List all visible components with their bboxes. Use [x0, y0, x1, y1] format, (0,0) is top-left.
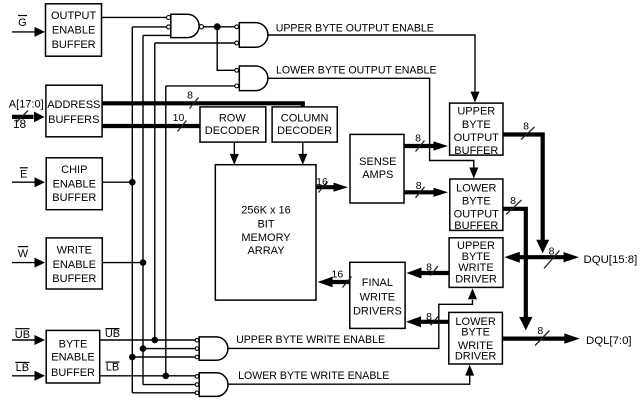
svg-text:8: 8 [416, 180, 422, 192]
svg-text:SENSE: SENSE [359, 156, 396, 168]
svg-text:ENABLE: ENABLE [53, 179, 96, 191]
svg-text:WRITE: WRITE [57, 245, 92, 257]
svg-text:BYTE: BYTE [462, 119, 491, 131]
svg-text:E: E [20, 168, 27, 180]
svg-text:ROW: ROW [219, 113, 247, 125]
svg-text:16: 16 [332, 269, 344, 281]
svg-text:BUFFERS: BUFFERS [48, 114, 99, 126]
svg-text:WRITE: WRITE [458, 340, 493, 352]
svg-text:WRITE: WRITE [458, 262, 493, 274]
svg-text:UPPER: UPPER [457, 106, 495, 118]
svg-text:COLUMN: COLUMN [281, 113, 329, 125]
svg-text:DECODER: DECODER [205, 125, 260, 137]
svg-text:18: 18 [13, 117, 27, 131]
svg-text:W: W [18, 248, 29, 260]
svg-text:DRIVER: DRIVER [455, 273, 497, 285]
svg-text:DQU[15:8]: DQU[15:8] [584, 254, 638, 266]
svg-text:8: 8 [426, 261, 432, 273]
svg-text:OUTPUT: OUTPUT [51, 10, 97, 22]
svg-text:AMPS: AMPS [362, 169, 393, 181]
svg-text:DRIVERS: DRIVERS [353, 306, 402, 318]
svg-text:ENABLE: ENABLE [52, 25, 95, 37]
svg-text:ENABLE: ENABLE [51, 351, 94, 363]
svg-text:OUTPUT: OUTPUT [454, 208, 500, 220]
svg-text:8: 8 [187, 89, 193, 101]
svg-text:DECODER: DECODER [277, 125, 332, 137]
svg-text:G: G [18, 17, 27, 29]
svg-text:8: 8 [415, 133, 421, 145]
svg-text:BUFFER: BUFFER [51, 367, 95, 379]
svg-text:UB: UB [105, 328, 120, 340]
svg-text:ADDRESS: ADDRESS [47, 99, 100, 111]
svg-text:UB: UB [15, 329, 30, 341]
svg-text:LB: LB [16, 362, 29, 374]
svg-text:ENABLE: ENABLE [53, 259, 96, 271]
svg-text:BYTE: BYTE [462, 251, 491, 263]
svg-text:A[17:0]: A[17:0] [9, 99, 44, 111]
svg-text:LOWER BYTE OUTPUT ENABLE: LOWER BYTE OUTPUT ENABLE [276, 64, 437, 76]
svg-text:ARRAY: ARRAY [247, 245, 285, 257]
svg-text:BYTE: BYTE [462, 196, 491, 208]
svg-text:LOWER BYTE WRITE ENABLE: LOWER BYTE WRITE ENABLE [238, 370, 389, 382]
svg-text:BIT: BIT [257, 218, 274, 230]
svg-text:16: 16 [316, 176, 328, 188]
svg-text:LB: LB [106, 361, 119, 373]
svg-text:UPPER BYTE OUTPUT ENABLE: UPPER BYTE OUTPUT ENABLE [276, 23, 434, 35]
svg-text:BUFFER: BUFFER [454, 145, 498, 157]
svg-text:OUTPUT: OUTPUT [454, 132, 500, 144]
svg-text:FINAL: FINAL [362, 277, 393, 289]
svg-text:CHIP: CHIP [61, 164, 87, 176]
svg-text:8: 8 [510, 195, 516, 207]
svg-text:UPPER BYTE WRITE ENABLE: UPPER BYTE WRITE ENABLE [236, 334, 385, 346]
svg-text:8: 8 [537, 325, 543, 337]
svg-text:8: 8 [523, 120, 529, 132]
svg-text:BYTE: BYTE [461, 327, 490, 339]
svg-text:MEMORY: MEMORY [241, 232, 291, 244]
svg-text:10: 10 [173, 112, 185, 124]
svg-text:BUFFER: BUFFER [52, 273, 96, 285]
svg-text:8: 8 [549, 245, 555, 257]
svg-text:UPPER: UPPER [457, 240, 495, 252]
svg-text:BUFFER: BUFFER [52, 39, 96, 51]
svg-text:WRITE: WRITE [360, 291, 395, 303]
svg-text:8: 8 [426, 311, 432, 323]
svg-text:256K x 16: 256K x 16 [241, 205, 291, 217]
svg-text:DRIVER: DRIVER [455, 351, 497, 363]
svg-text:DQL[7:0]: DQL[7:0] [586, 335, 632, 347]
svg-text:LOWER: LOWER [455, 316, 495, 328]
svg-text:BUFFER: BUFFER [52, 192, 96, 204]
svg-text:LOWER: LOWER [456, 183, 496, 195]
svg-text:BUFFER: BUFFER [454, 220, 498, 232]
svg-text:BYTE: BYTE [59, 339, 88, 351]
